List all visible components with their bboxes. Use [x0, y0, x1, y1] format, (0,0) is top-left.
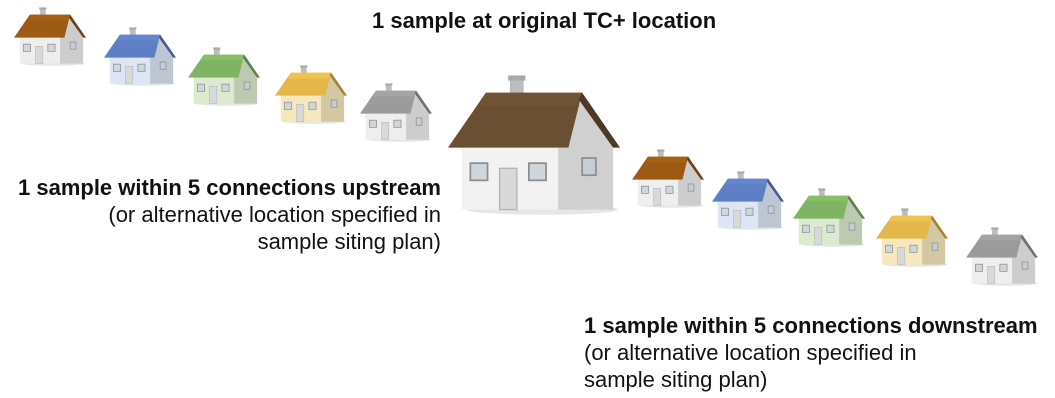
window — [931, 242, 939, 251]
chimney — [129, 28, 136, 39]
window — [47, 43, 56, 52]
downstream-sample-note-line2: sample siting plan) — [584, 367, 768, 392]
chimney — [737, 172, 744, 183]
upstream-house-4 — [275, 65, 347, 124]
window — [284, 101, 292, 110]
window — [909, 244, 918, 253]
window — [393, 119, 402, 128]
upstream-house-1 — [14, 7, 86, 66]
upstream-house-3 — [188, 47, 260, 106]
door — [814, 227, 823, 245]
center-house — [448, 75, 620, 215]
window — [469, 162, 489, 182]
window — [308, 101, 317, 110]
door — [381, 122, 390, 140]
downstream-house-2 — [712, 171, 784, 230]
window — [23, 43, 31, 52]
window — [1021, 261, 1029, 270]
upstream-sample-note-line2: sample siting plan) — [257, 229, 441, 254]
downstream-sample-title: 1 sample within 5 connections downstream — [584, 313, 1038, 338]
door — [653, 188, 662, 206]
window — [848, 222, 856, 231]
upstream-house-2 — [104, 27, 176, 86]
window — [113, 63, 121, 72]
upstream-sample-title: 1 sample within 5 connections upstream — [18, 175, 441, 200]
downstream-house-5 — [966, 227, 1038, 286]
window — [745, 207, 754, 216]
door — [733, 210, 742, 228]
chimney — [213, 48, 220, 59]
window — [999, 263, 1008, 272]
chimney — [385, 84, 392, 95]
door — [498, 167, 518, 211]
window — [415, 117, 423, 126]
downstream-house-1 — [632, 149, 704, 208]
door — [35, 46, 44, 64]
window — [826, 224, 835, 233]
downstream-sample-note-line1: (or alternative location specified in — [584, 340, 917, 365]
window — [221, 83, 230, 92]
window — [527, 162, 547, 182]
window — [721, 207, 729, 216]
window — [802, 224, 810, 233]
door — [125, 66, 134, 84]
window — [885, 244, 893, 253]
chimney — [657, 150, 664, 161]
upstream-house-5 — [360, 83, 432, 142]
window — [369, 119, 377, 128]
window — [767, 205, 775, 214]
door — [987, 266, 996, 284]
upstream-sample-label: 1 sample within 5 connections upstream (… — [0, 174, 441, 255]
chimney — [991, 228, 998, 239]
center-sample-label: 1 sample at original TC+ location — [372, 7, 716, 34]
window — [159, 61, 167, 70]
chimney — [818, 189, 825, 200]
center-sample-text: 1 sample at original TC+ location — [372, 8, 717, 33]
window — [581, 157, 597, 177]
window — [197, 83, 205, 92]
door — [209, 86, 218, 104]
downstream-house-3 — [793, 188, 865, 247]
door — [897, 247, 906, 265]
downstream-house-4 — [876, 208, 948, 267]
window — [330, 99, 338, 108]
chimney — [39, 8, 46, 19]
window — [687, 183, 695, 192]
window — [975, 263, 983, 272]
window — [69, 41, 77, 50]
upstream-sample-note-line1: (or alternative location specified in — [108, 202, 441, 227]
window — [137, 63, 146, 72]
downstream-sample-label: 1 sample within 5 connections downstream… — [584, 312, 1054, 393]
window — [243, 81, 251, 90]
window — [665, 185, 674, 194]
chimney — [300, 66, 307, 77]
window — [641, 185, 649, 194]
chimney — [901, 209, 908, 220]
door — [296, 104, 305, 122]
